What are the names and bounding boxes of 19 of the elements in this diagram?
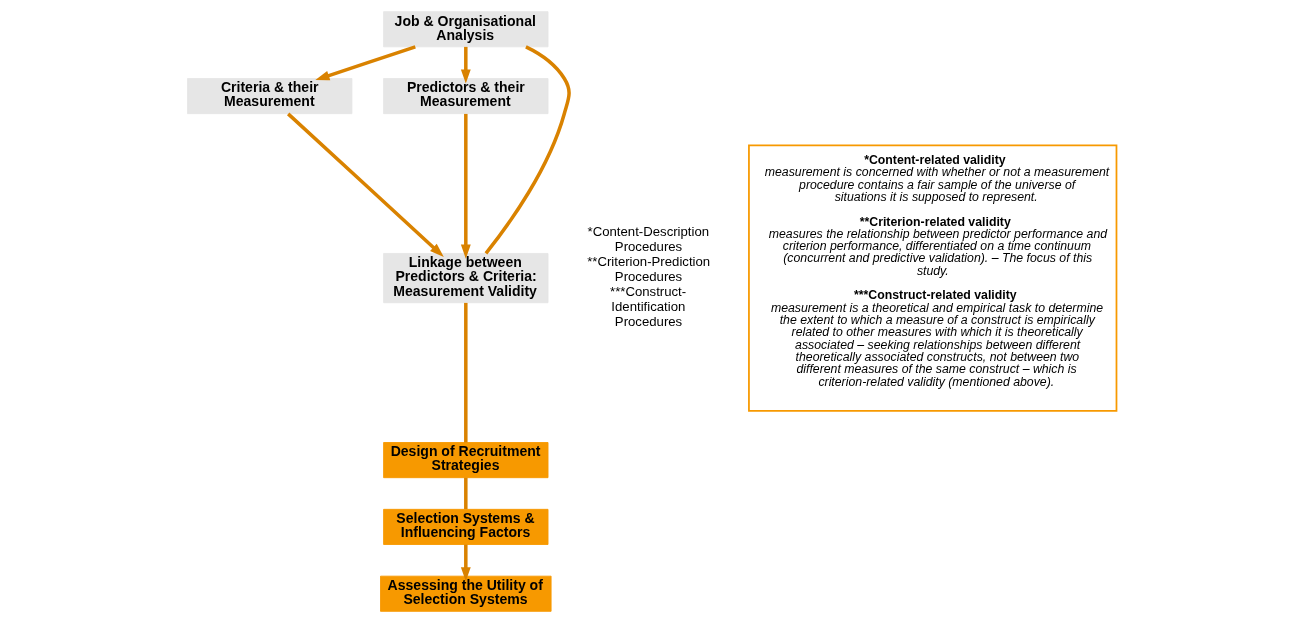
node-label: **Criterion-Prediction Procedures xyxy=(586,254,710,285)
arrow xyxy=(460,46,471,84)
node-label: ***Construct-Identification Procedures xyxy=(609,284,686,330)
arrow xyxy=(460,544,471,582)
arrow xyxy=(314,45,416,81)
node-box: Design of Recruitment Strategies xyxy=(382,442,548,479)
node-box: Job & Organisational Analysis xyxy=(382,11,548,48)
connector xyxy=(463,477,468,510)
connector xyxy=(463,302,468,443)
node-box: Linkage between Predictors & Criteria: Measurement Validity xyxy=(382,253,548,304)
connector xyxy=(484,45,571,255)
node-box: Selection Systems & Influencing Factors xyxy=(382,508,548,545)
node-box: *Content-related validity measurement is concerned with whether or not a measurement procedure contains a fair sample of the universe of situations it is supposed to represent. **Criterion-related validity measures the relationship between predictor performance and criterion performance, differentiated on a time continuum (concurrent and predictive validation). – The focus of this study. ***Construct-related validity measurement is a theoretical and empirical task to determine the extent to which a measure of a construct is empirically related to other measures with which it is theoretically associated – seeking relationships between different theoretically associated constructs, not between two different measures of the same construct – which is criterion-related validity (mentioned above). xyxy=(747,144,1117,412)
node-label: *Content-Description Procedures xyxy=(587,224,709,255)
node-box: Criteria & their Measurement xyxy=(186,78,352,115)
arrow xyxy=(286,112,444,257)
node-box: Predictors & their Measurement xyxy=(382,78,548,115)
arrow xyxy=(460,113,471,259)
node-box: Assessing the Utility of Selection Systems xyxy=(379,575,552,612)
